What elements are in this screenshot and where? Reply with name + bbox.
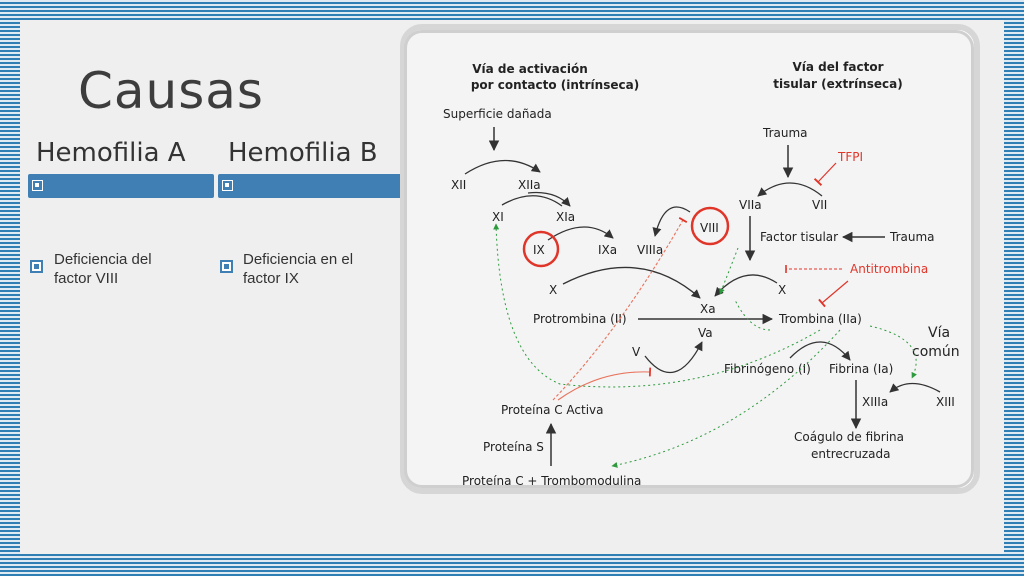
label-factor-tisular: Factor tisular: [760, 230, 838, 244]
label-v: V: [632, 345, 641, 359]
hemofilia-a-bar: [28, 174, 214, 198]
label-xiii: XIII: [936, 395, 955, 409]
label-vii: VII: [812, 198, 827, 212]
ix-highlight-circle: [522, 230, 560, 268]
label-ixa: IXa: [598, 243, 617, 257]
extrinsic-header-1: Vía del factor: [792, 60, 883, 74]
hemofilia-b-heading: Hemofilia B: [228, 138, 378, 168]
diagram-panel: [404, 30, 974, 488]
extrinsic-header-2: tisular (extrínseca): [773, 77, 903, 91]
hemofilia-b-cause: Deficiencia en el factor IX: [243, 251, 354, 287]
checkbox-icon: [222, 180, 233, 191]
label-via-comun-1: Vía: [928, 325, 950, 341]
checkbox-icon: [32, 180, 43, 191]
label-via-comun-2: común: [912, 344, 960, 360]
label-xia: XIa: [556, 210, 575, 224]
viii-highlight-circle: [690, 206, 730, 246]
label-viia: VIIa: [739, 198, 762, 212]
label-xa: Xa: [700, 302, 716, 316]
label-x-left: X: [549, 283, 557, 297]
hemofilia-a-cause: Deficiencia del factor VIII: [54, 251, 152, 287]
label-proteina-s: Proteína S: [483, 440, 544, 454]
label-ix: IX: [533, 243, 545, 257]
hemofilia-a-heading: Hemofilia A: [36, 138, 186, 168]
label-xi: XI: [492, 210, 504, 224]
label-antitrombina: Antitrombina: [850, 262, 928, 276]
label-coagulo-1: Coágulo de fibrina: [794, 430, 904, 444]
label-xiia: XIIa: [518, 178, 541, 192]
label-viii: VIII: [700, 221, 719, 235]
label-trauma-2: Trauma: [889, 230, 935, 244]
label-trauma-1: Trauma: [762, 126, 808, 140]
intrinsic-header-2: por contacto (intrínseca): [471, 78, 639, 92]
hemofilia-b-bar: [218, 174, 404, 198]
label-trombina: Trombina (IIa): [778, 312, 862, 326]
label-fibrina: Fibrina (Ia): [829, 362, 893, 376]
label-coagulo-2: entrecruzada: [811, 447, 891, 461]
label-superficie: Superficie dañada: [443, 107, 552, 121]
label-xii: XII: [451, 178, 466, 192]
label-xiiia: XIIIa: [862, 395, 888, 409]
label-proteina-c-activa: Proteína C Activa: [501, 403, 604, 417]
page-title: Causas: [78, 62, 264, 120]
label-va: Va: [698, 326, 713, 340]
label-tfpi: TFPI: [837, 150, 863, 164]
label-fibrinogeno: Fibrinógeno (I): [724, 362, 811, 376]
bullet-icon: [30, 260, 43, 273]
label-x-right: X: [778, 283, 786, 297]
label-protrombina: Protrombina (II): [533, 312, 627, 326]
label-proteina-c-trombomodulina: Proteína C + Trombomodulina: [462, 474, 641, 488]
intrinsic-header-1: Vía de activación: [472, 62, 588, 76]
label-viiia: VIIIa: [637, 243, 663, 257]
bullet-icon: [220, 260, 233, 273]
